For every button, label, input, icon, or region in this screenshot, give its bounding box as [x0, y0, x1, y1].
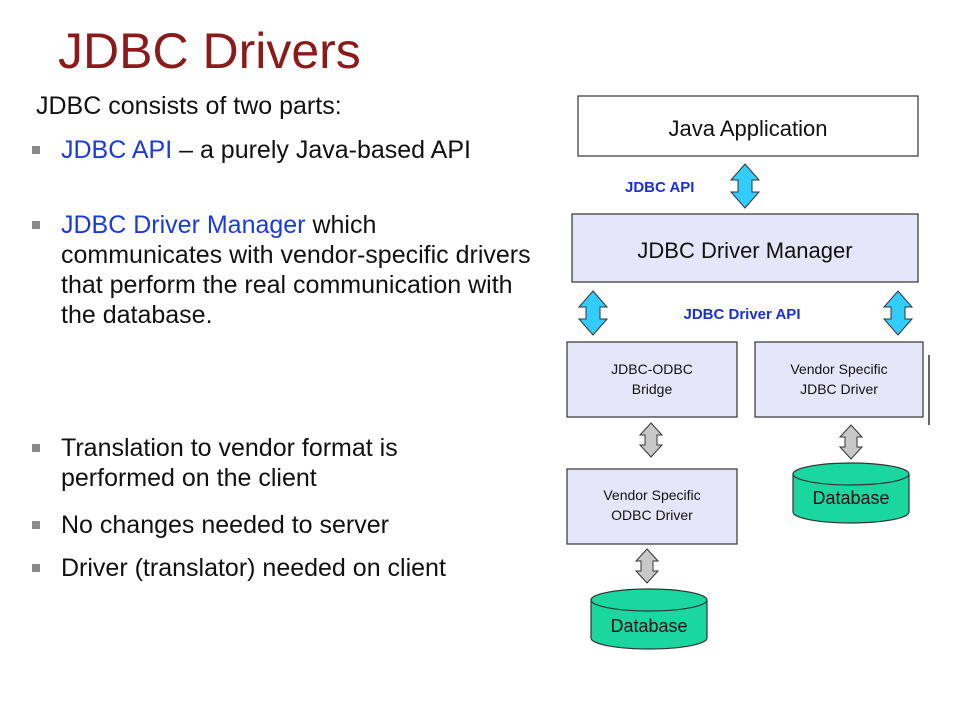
page-title: JDBC Drivers [58, 23, 361, 79]
database-left-icon [590, 588, 708, 650]
driver-api-right-arrow-icon [882, 290, 914, 336]
bullet-highlight: JDBC API [61, 136, 173, 164]
bullet-marker-icon [32, 444, 40, 452]
database-right-label: Database [812, 488, 889, 508]
odbc-to-db-arrow-icon [634, 548, 660, 584]
intro-text: JDBC consists of two parts: [36, 92, 342, 120]
odbc-bridge-label-line1: JDBC-ODBC [611, 361, 693, 377]
driver-api-left-arrow-icon [577, 290, 609, 336]
bullet-marker-icon [32, 221, 40, 229]
driver-manager-label: JDBC Driver Manager [637, 238, 852, 263]
driver-api-label: JDBC Driver API [684, 306, 801, 323]
driver-manager-box [571, 213, 919, 283]
bridge-to-odbc-arrow-icon [638, 422, 664, 458]
bullet-text: which communicates with vendor-specific … [61, 211, 531, 329]
bullet-marker-icon [32, 146, 40, 154]
vendor-jdbc-label-line2: JDBC Driver [800, 381, 878, 397]
vendor-odbc-label-line2: ODBC Driver [611, 507, 693, 523]
bullet-text: No changes needed to server [61, 511, 389, 539]
odbc-bridge-box [566, 341, 738, 418]
bullet-text: Translation to vendor format is performe… [61, 434, 398, 492]
java-application-box [577, 95, 919, 157]
bullet-marker-icon [32, 521, 40, 529]
bullet-text: – a purely Java-based API [172, 136, 471, 164]
java-application-label: Java Application [669, 116, 828, 141]
jdbc-driver-to-db-arrow-icon [838, 424, 864, 460]
bullet-marker-icon [32, 564, 40, 572]
vendor-odbc-label-line1: Vendor Specific [603, 487, 700, 503]
bullet-text: Driver (translator) needed on client [61, 554, 446, 582]
vendor-jdbc-label-line1: Vendor Specific [790, 361, 887, 377]
odbc-bridge-label-line2: Bridge [632, 381, 673, 397]
database-left-label: Database [610, 616, 687, 636]
jdbc-api-arrow-icon [729, 163, 761, 209]
jdbc-api-label: JDBC API [625, 179, 694, 196]
database-right-icon [792, 462, 910, 524]
vendor-jdbc-driver-box [754, 341, 924, 418]
bullet-highlight: JDBC Driver Manager [61, 211, 306, 239]
vendor-odbc-driver-box [566, 468, 738, 545]
